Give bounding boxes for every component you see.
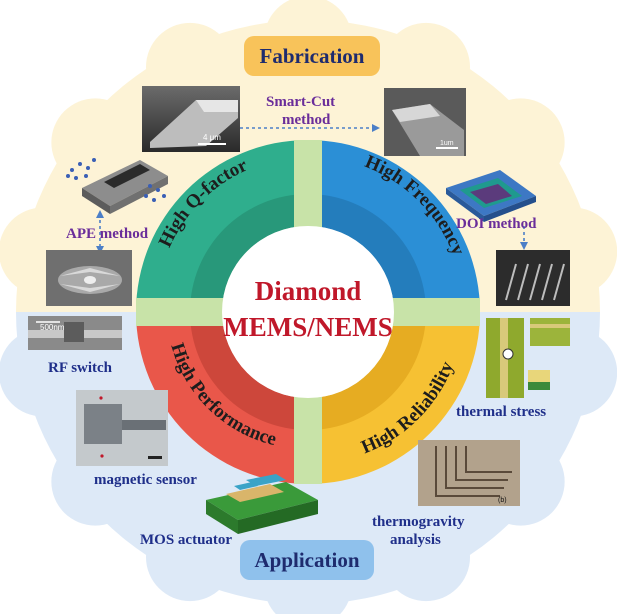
ape-sem-image — [46, 250, 132, 306]
fabrication-tab: Fabrication — [244, 36, 380, 76]
sector-high-reliability — [308, 312, 480, 484]
label-smart-cut-method: method — [282, 112, 331, 128]
label-magnetic-sensor: magnetic sensor — [94, 472, 197, 488]
outer-bump — [529, 328, 617, 417]
doi-surface-plot — [446, 170, 536, 222]
doi-sem-image — [496, 250, 570, 306]
label-rf-switch: RF switch — [48, 360, 113, 376]
mos-actuator-illustration — [206, 474, 318, 534]
magnetic-sensor-image — [76, 390, 168, 466]
outer-bump — [51, 98, 140, 187]
connector-arrows — [99, 127, 525, 250]
thermogravity-image: (b) — [418, 440, 520, 506]
outer-bump — [145, 513, 234, 602]
sem-image-right: 1um — [384, 88, 466, 156]
label-mos-actuator: MOS actuator — [140, 532, 233, 548]
center-title-line1: Diamond — [255, 276, 362, 306]
label-thermogravity: thermogravity — [372, 514, 465, 530]
label-thermal-stress: thermal stress — [456, 404, 547, 420]
outer-bump — [476, 98, 565, 187]
scale-bar-rf: 500nm — [40, 323, 65, 332]
sector-high-frequency — [308, 140, 480, 312]
sector-high-performance — [136, 312, 308, 484]
sem-image-left: 4 μm — [142, 86, 240, 152]
band-p — [190, 312, 308, 430]
label-thermogravity-analysis: analysis — [390, 532, 441, 548]
label-doi-method: DOI method — [456, 216, 537, 232]
rf-switch-image: 500nm — [28, 316, 122, 350]
scale-bar-sem2: 1um — [440, 140, 454, 147]
scale-bar-sem1: 4 μm — [203, 133, 221, 142]
label-smart-cut: Smart-Cut — [266, 94, 336, 110]
sector-high-q-factor — [136, 140, 308, 312]
scale-bar-thermal: (b) — [498, 497, 507, 504]
band-f — [308, 194, 426, 312]
band-r — [308, 312, 426, 430]
center-disc — [222, 226, 394, 398]
center-title-line2: MEMS/NEMS — [223, 312, 393, 342]
label-ape-method: APE method — [66, 226, 149, 242]
outer-bump — [382, 513, 471, 602]
outer-bump — [0, 328, 87, 417]
thermal-stress-image — [486, 318, 570, 398]
application-tab: Application — [240, 540, 374, 580]
sector-ring — [136, 140, 480, 484]
ape-device-illustration — [66, 158, 168, 214]
band-q — [190, 194, 308, 312]
